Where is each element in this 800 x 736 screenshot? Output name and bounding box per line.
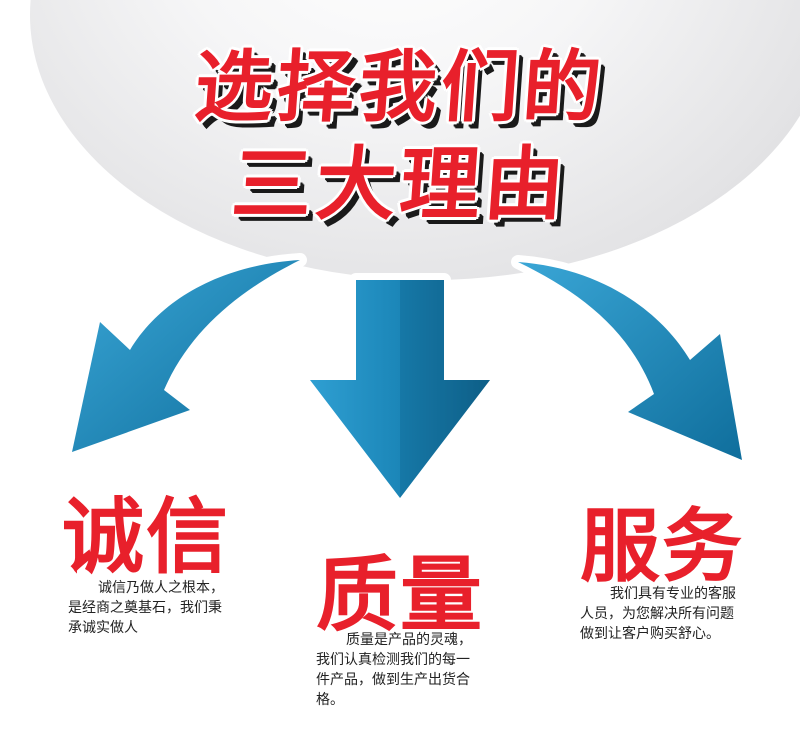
desc-line: 承诚实做人 [68, 620, 138, 636]
desc-line: 诚信乃做人之根本， [98, 580, 224, 596]
headline-line-2: 三大理由 [228, 138, 572, 231]
desc-line: 格。 [316, 692, 344, 708]
pillar-title-integrity: 诚信 [62, 490, 231, 585]
desc-line: 做到让客户购买舒心。 [580, 626, 720, 642]
pillar-desc-integrity: 诚信乃做人之根本， 是经商之奠基石，我们秉 承诚实做人 [68, 578, 268, 638]
desc-line: 人员，为您解决所有问题 [580, 606, 734, 622]
down-arrow-icon [303, 273, 497, 505]
curved-arrow-left-icon [65, 253, 307, 459]
desc-line: 我们具有专业的客服 [610, 586, 736, 602]
pillar-title-quality: 质量 [316, 548, 485, 643]
desc-line: 是经商之奠基石，我们秉 [68, 600, 222, 616]
curved-arrow-right-icon [511, 255, 749, 467]
desc-line: 我们认真检测我们的每一 [316, 652, 470, 668]
pillar-desc-service: 我们具有专业的客服 人员，为您解决所有问题 做到让客户购买舒心。 [580, 584, 770, 644]
desc-line: 件产品，做到生产出货合 [316, 672, 470, 688]
pillar-desc-quality: 质量是产品的灵魂， 我们认真检测我们的每一 件产品，做到生产出货合 格。 [316, 630, 496, 710]
headline-line-1: 选择我们的 [191, 43, 609, 133]
pillar-title-service: 服务 [580, 500, 744, 593]
desc-line: 质量是产品的灵魂， [346, 632, 472, 648]
